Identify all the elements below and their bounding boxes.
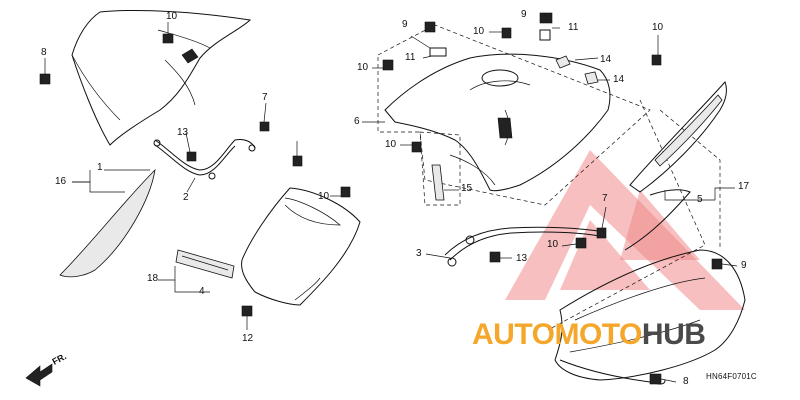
callout-16: 16 (55, 176, 67, 187)
callout-3: 3 (416, 248, 422, 259)
watermark-logo (505, 150, 745, 310)
callout-17: 17 (738, 181, 750, 192)
front-top-cover (241, 187, 361, 306)
callout-7: 7 (602, 193, 608, 204)
callout-10: 10 (652, 22, 664, 33)
callout-10: 10 (473, 26, 485, 37)
leaders-right (425, 187, 738, 383)
callout-10: 10 (385, 139, 397, 150)
bracket-stay (444, 226, 606, 267)
leaders-center (362, 13, 659, 191)
assembly-boxes (377, 24, 721, 331)
callout-4: 4 (199, 286, 205, 297)
watermark-word-2: HUB (641, 318, 706, 351)
callout-9: 9 (402, 19, 408, 30)
windscreen-stay (153, 139, 256, 180)
callout-12: 12 (242, 333, 254, 344)
callout-1: 1 (97, 162, 103, 173)
clips-center (382, 12, 662, 153)
callout-11: 11 (568, 22, 579, 33)
callout-10: 10 (357, 62, 369, 73)
callout-6: 6 (354, 116, 360, 127)
callout-13: 13 (177, 127, 189, 138)
callout-14: 14 (613, 74, 625, 85)
watermark-word-1: AUTOMOTO (472, 318, 642, 351)
callout-10: 10 (547, 239, 559, 250)
strip (431, 164, 445, 201)
watermark-text: AUTOMOTOHUB (472, 318, 706, 351)
callout-2: 2 (183, 192, 189, 203)
callout-10: 10 (166, 11, 178, 22)
callout-14: 14 (600, 54, 612, 65)
windscreen (71, 9, 252, 146)
callout-8: 8 (683, 376, 689, 387)
callout-11: 11 (405, 52, 416, 63)
drawing-code: HN64F0701C (706, 372, 757, 381)
callout-15: 15 (461, 183, 473, 194)
callout-10: 10 (318, 191, 330, 202)
callout-5: 5 (697, 194, 703, 205)
callout-13: 13 (516, 253, 528, 264)
leaders-left (44, 22, 341, 330)
side-cover (624, 81, 727, 251)
callout-8: 8 (41, 47, 47, 58)
callout-7: 7 (262, 92, 268, 103)
callout-9: 9 (741, 260, 747, 271)
callout-9: 9 (521, 9, 527, 20)
front-arrow-icon (25, 363, 53, 387)
emblem (175, 249, 235, 279)
callout-18: 18 (147, 273, 159, 284)
fuel-tank-cover (384, 53, 611, 192)
windscreen-garnish-1 (59, 168, 156, 278)
